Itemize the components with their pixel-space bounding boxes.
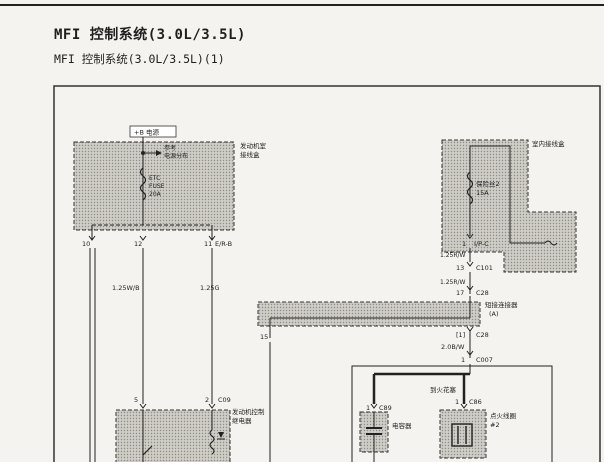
ref-label-2: 电源分布: [164, 152, 188, 160]
chevron-relay-5: [139, 403, 147, 409]
joint-pin-1: [1]: [456, 331, 465, 339]
coil-pin: 1: [455, 398, 459, 406]
chevron-pin-12: [139, 235, 147, 241]
indoor-box-trace: [470, 145, 545, 244]
capacitor-pin: 1: [366, 404, 370, 412]
connector-c28-top: C28: [476, 289, 489, 297]
joint-connector: [257, 301, 481, 327]
chevron-pin-11: [208, 235, 216, 241]
indoor-fuse-label-1: 保险丝2: [476, 179, 500, 188]
relay-switch-arm: [142, 445, 153, 456]
indoor-box-terminal: [544, 240, 558, 246]
relay-name-1: 发动机控制: [232, 407, 265, 416]
chevron-capacitor: [370, 403, 378, 409]
fuse-label-2: FUSE: [149, 183, 165, 190]
chevron-coil: [460, 403, 468, 409]
c007-pin: 1: [461, 356, 465, 364]
joint-connector-sub: (A): [489, 310, 499, 318]
relay-pin-5: 5: [134, 396, 138, 404]
top-rule: [0, 4, 604, 6]
chevron-c28-top: [466, 285, 474, 291]
coil-core: [451, 423, 473, 447]
joint-connector-c28: C28: [476, 331, 489, 339]
relay-connector: C09: [218, 396, 231, 404]
joint-pin-15: 15: [260, 333, 268, 341]
ref-label-1: 参考: [164, 144, 176, 152]
chevron-c007: [466, 350, 474, 356]
chevron-c101: [466, 261, 474, 267]
coil-connector: C86: [469, 398, 482, 406]
ignition-distribution-frame: [351, 365, 553, 462]
fuse-label-1: ETC: [149, 175, 160, 182]
wire-label-a: 1.25W/B: [112, 284, 140, 292]
joint-connector-name: 短接连接器: [485, 300, 518, 309]
engine-box-name-1: 发动机室: [240, 141, 267, 150]
supply-tag-box: [129, 125, 177, 138]
pin-11-connector: E/R-B: [215, 240, 232, 248]
indoor-fuse-label-2: 15A: [476, 189, 489, 197]
ignition-coil-2: [439, 409, 487, 459]
coil-name-2: #2: [490, 421, 500, 429]
chevron-pin-10: [88, 235, 96, 241]
ref-arrow-head: [156, 150, 162, 156]
joint-wire-label: 2.0B/W: [441, 343, 465, 351]
indoor-pin-17: 17: [456, 289, 464, 297]
fuse-label-3: 20A: [149, 191, 162, 198]
wire-label-b: 1.25G: [200, 284, 220, 292]
supply-junction-dot: [141, 151, 145, 155]
diagram-frame: [53, 85, 601, 462]
indoor-wire-label-1: 1.25R/W: [440, 252, 466, 259]
pin-12: 12: [134, 240, 142, 248]
page-title: MFI 控制系统(3.0L/3.5L): [54, 27, 246, 43]
relay-name-2: 继电器: [232, 416, 252, 425]
pin-10: 10: [82, 240, 90, 248]
supply-tag: +B 电源: [134, 128, 159, 137]
indoor-box-fuse-symbol: [466, 171, 474, 205]
connector-c007: C007: [476, 356, 493, 364]
pin-11: 11: [204, 240, 212, 248]
engine-control-relay: [115, 409, 231, 462]
coil-group-label: 到火花塞: [430, 385, 457, 394]
indoor-junction-box: [441, 139, 577, 273]
capacitor-connector: C89: [379, 404, 392, 412]
engine-room-junction-box: [73, 141, 235, 231]
coil-name-1: 点火线圈: [490, 411, 516, 420]
indoor-wire-label-2: 1.25R/W: [440, 279, 466, 286]
etc-fuse-symbol: [139, 167, 147, 201]
connector-c101: C101: [476, 264, 493, 272]
relay-diode-symbol: [218, 432, 224, 438]
relay-pin-2: 2: [205, 396, 209, 404]
indoor-box-name: 室内接线盒: [532, 139, 565, 148]
relay-coil-symbol: [209, 429, 215, 455]
engine-box-name-2: 接线盒: [240, 150, 260, 159]
indoor-pin-13: 13: [456, 264, 464, 272]
chevron-indoor-1: [466, 233, 474, 239]
chevron-relay-2: [208, 403, 216, 409]
capacitor-name: 电容器: [392, 421, 412, 430]
indoor-pin-1: 1: [462, 240, 466, 248]
indoor-pin-1-connector: I/P-C: [474, 240, 489, 248]
page-subtitle: MFI 控制系统(3.0L/3.5L)(1): [54, 52, 225, 66]
